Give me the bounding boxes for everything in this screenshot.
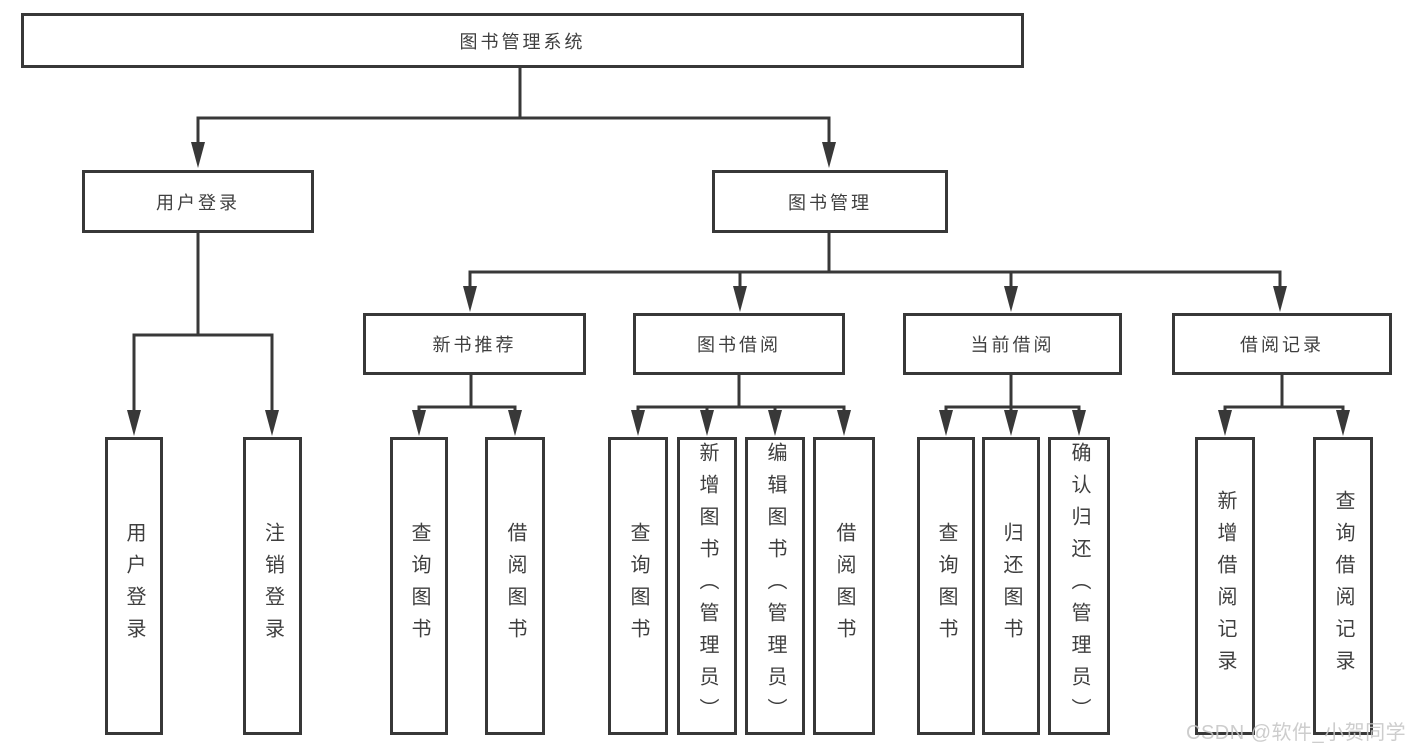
node-borrow-records: 借阅记录 — [1172, 313, 1392, 375]
node-book-management: 图书管理 — [712, 170, 948, 233]
leaf-return-book: 归还图书 — [982, 437, 1040, 735]
node-new-book-recommend: 新书推荐 — [363, 313, 586, 375]
leaf-query-books-borrow: 查询图书 — [608, 437, 668, 735]
leaf-edit-book-admin: 编辑图书（管理员） — [745, 437, 805, 735]
node-current-borrow: 当前借阅 — [903, 313, 1122, 375]
leaf-query-books-current: 查询图书 — [917, 437, 975, 735]
leaf-logout: 注销登录 — [243, 437, 302, 735]
leaf-query-borrow-record: 查询借阅记录 — [1313, 437, 1373, 735]
leaf-borrow-books-borrow: 借阅图书 — [813, 437, 875, 735]
leaf-user-login: 用户登录 — [105, 437, 163, 735]
leaf-confirm-return-admin: 确认归还（管理员） — [1048, 437, 1110, 735]
node-user-login: 用户登录 — [82, 170, 314, 233]
leaf-add-borrow-record: 新增借阅记录 — [1195, 437, 1255, 735]
node-book-borrow: 图书借阅 — [633, 313, 845, 375]
node-library-management-system: 图书管理系统 — [21, 13, 1024, 68]
watermark-text: CSDN @软件_小贺同学 — [1186, 722, 1405, 744]
leaf-borrow-books-recommend: 借阅图书 — [485, 437, 545, 735]
leaf-query-books-recommend: 查询图书 — [390, 437, 448, 735]
leaf-add-book-admin: 新增图书（管理员） — [677, 437, 737, 735]
